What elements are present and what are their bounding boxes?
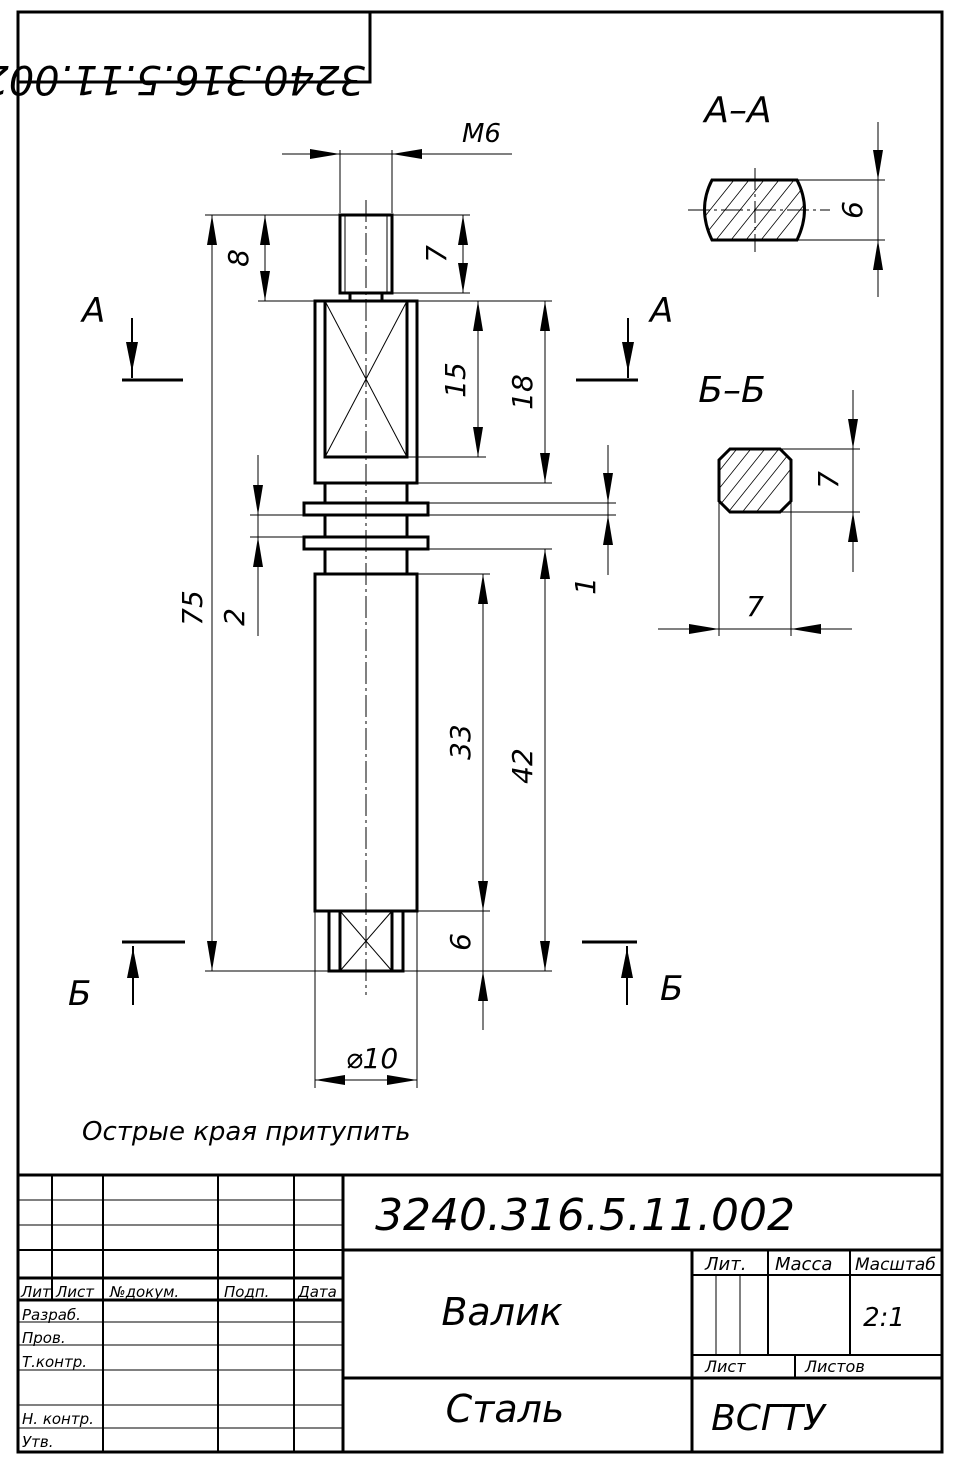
section-b-shape — [717, 447, 793, 514]
section-b-dim-width: 7 — [746, 590, 764, 623]
section-b-marker-left: Б — [68, 974, 91, 1014]
mirrored-code: 3240.316.5.11.002 — [0, 56, 365, 102]
header-sign: Подп. — [224, 1283, 269, 1301]
cell-sheets: Листов — [804, 1357, 865, 1376]
section-b-title: Б–Б — [698, 370, 765, 411]
shaft-main-view — [302, 200, 430, 995]
section-a-title: А–А — [702, 90, 771, 131]
section-b-b: Б–Б 7 7 — [658, 370, 860, 636]
material: Сталь — [446, 1387, 565, 1431]
section-a-a: А–А 6 — [688, 90, 885, 297]
role-tech-control: Т.контр. — [22, 1353, 87, 1371]
header-list: Лист — [55, 1283, 95, 1301]
header-lit: Лит — [20, 1283, 52, 1301]
scale-value: 2:1 — [863, 1303, 905, 1333]
header-date: Дата — [297, 1283, 337, 1301]
cell-scale: Масштаб — [855, 1255, 936, 1275]
dim-thread: М6 — [462, 119, 501, 149]
mirrored-code-box — [16, 10, 372, 84]
cell-sheet: Лист — [704, 1357, 746, 1376]
dim-end-square: 6 — [444, 933, 477, 951]
organization: ВСГТУ — [711, 1398, 827, 1439]
section-a-marker-left: А — [80, 291, 105, 331]
role-norm-control: Н. контр. — [22, 1410, 94, 1428]
technical-note: Острые края притупить — [82, 1117, 411, 1147]
dim-total-length: 75 — [176, 590, 209, 626]
dimensions: М6 75 8 7 15 18 — [176, 119, 616, 1088]
dim-collar: 1 — [569, 577, 602, 595]
section-b-marker-right: Б — [660, 969, 683, 1009]
dim-diameter: ⌀10 — [346, 1042, 399, 1075]
title-block: Лит Лист №докум. Подп. Дата Разраб. Пров… — [18, 1173, 942, 1452]
dim-flat-outer: 18 — [506, 374, 539, 410]
dim-groove: 2 — [218, 608, 251, 626]
dim-flat-inner: 15 — [439, 362, 472, 398]
part-name: Валик — [441, 1290, 562, 1334]
section-markers: А А Б Б — [68, 291, 683, 1014]
section-b-dim-height: 7 — [812, 471, 845, 489]
role-approver: Утв. — [22, 1433, 54, 1451]
header-doc-no: №докум. — [109, 1283, 179, 1301]
role-developer: Разраб. — [22, 1306, 81, 1324]
section-a-marker-right: А — [648, 291, 673, 331]
dim-body-inner: 33 — [444, 724, 477, 760]
document-code: 3240.316.5.11.002 — [375, 1190, 795, 1241]
cell-lit: Лит. — [704, 1254, 746, 1275]
dim-thread-inner: 7 — [420, 245, 453, 263]
section-a-dim: 6 — [836, 201, 869, 219]
dim-body-outer: 42 — [506, 748, 539, 784]
sheet-frame — [16, 10, 944, 1454]
role-checker: Пров. — [22, 1329, 66, 1347]
cell-mass: Масса — [775, 1254, 832, 1275]
dim-thread-outer: 8 — [222, 249, 255, 267]
